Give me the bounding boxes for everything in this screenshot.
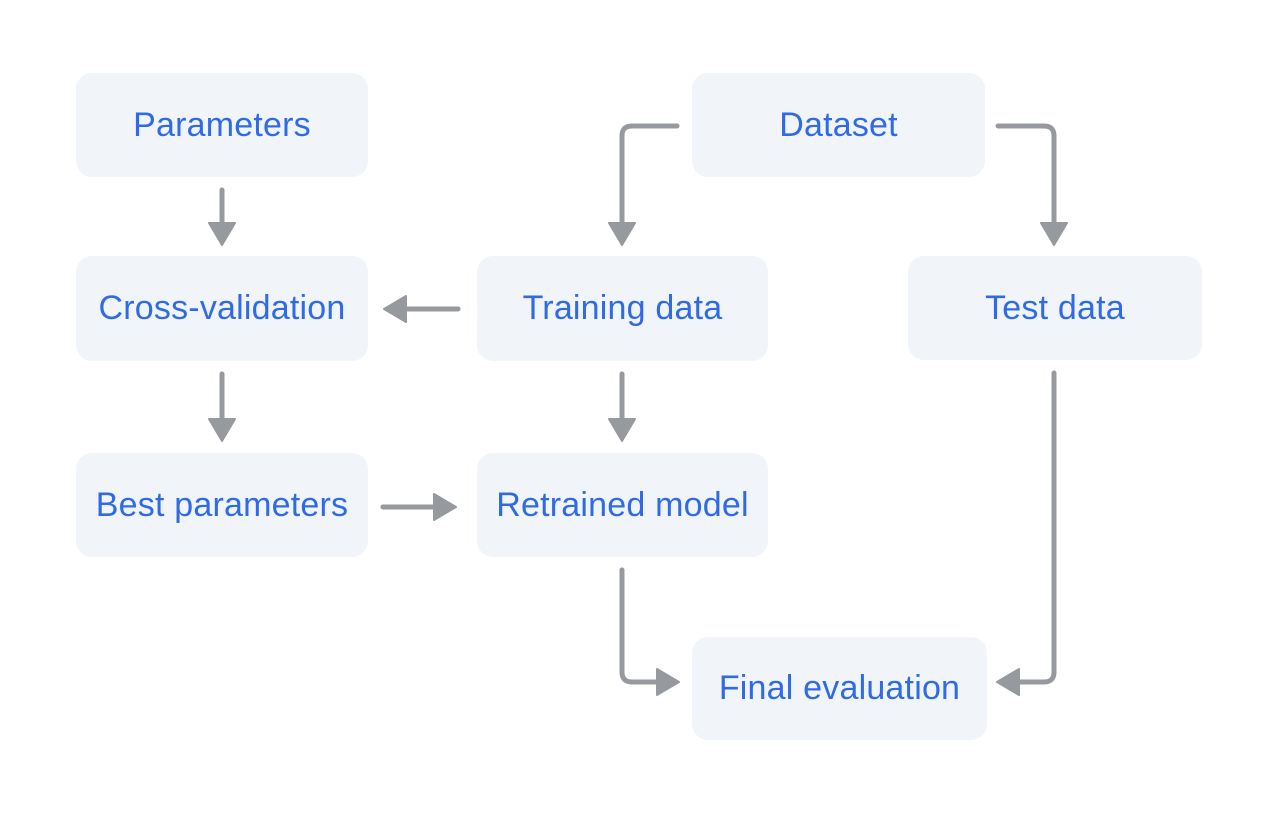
node-best-parameters: Best parameters	[76, 453, 368, 557]
node-cross-validation: Cross-validation	[76, 256, 368, 361]
node-retrained-model-label: Retrained model	[496, 485, 749, 524]
edge-dataset-to-training-data	[608, 123, 680, 246]
node-test-data: Test data	[908, 256, 1202, 360]
edge-dataset-to-test-data	[995, 123, 1068, 246]
node-parameters-label: Parameters	[133, 105, 311, 144]
edge-best-parameters-to-retrained-model	[380, 493, 457, 521]
node-dataset-label: Dataset	[779, 105, 898, 144]
node-test-data-label: Test data	[985, 288, 1125, 327]
edge-test-data-to-final-evaluation	[996, 370, 1057, 696]
edge-training-data-to-cross-validation	[383, 295, 461, 323]
node-training-data-label: Training data	[522, 289, 723, 327]
edge-retrained-model-to-final-evaluation	[619, 567, 680, 696]
node-parameters: Parameters	[76, 73, 368, 177]
node-best-parameters-label: Best parameters	[95, 485, 349, 524]
node-training-data: Training data	[477, 256, 768, 361]
edge-parameters-to-cross-validation	[208, 187, 236, 246]
node-dataset: Dataset	[692, 73, 985, 177]
edge-cross-validation-to-best-parameters	[208, 371, 236, 442]
edge-training-data-to-retrained-model	[608, 371, 636, 442]
node-cross-validation-label: Cross-validation	[98, 289, 346, 327]
node-final-evaluation-label: Final evaluation	[718, 669, 961, 707]
node-retrained-model: Retrained model	[477, 453, 768, 557]
node-final-evaluation: Final evaluation	[692, 637, 987, 740]
